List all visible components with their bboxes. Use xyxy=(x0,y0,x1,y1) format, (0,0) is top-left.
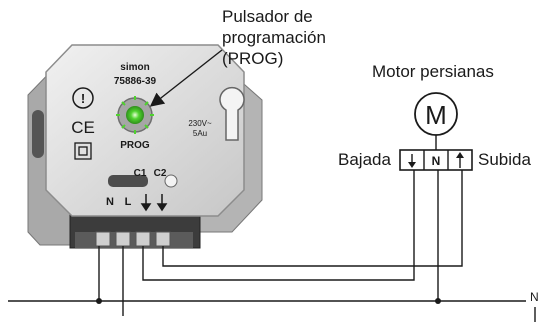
prog-callout-label: Pulsador de programación (PROG) xyxy=(222,6,326,69)
led-rays xyxy=(116,96,154,134)
junction-dot xyxy=(435,298,441,304)
motor-letter: M xyxy=(425,100,447,130)
voltage-rating: 230V~ xyxy=(188,119,212,128)
subida-arrow-icon xyxy=(456,152,464,168)
svg-text:!: ! xyxy=(81,91,85,106)
bajada-label: Bajada xyxy=(338,150,391,169)
callout-arrow xyxy=(149,49,223,107)
warning-icon: ! xyxy=(72,87,94,109)
bajada-arrow-icon xyxy=(408,154,416,168)
terminal-screw-c2 xyxy=(155,231,171,247)
wire-c1-bajada xyxy=(142,170,415,281)
prog-label: PROG xyxy=(120,140,150,151)
double-insulation-icon xyxy=(74,142,92,160)
subida-label: Subida xyxy=(478,150,531,169)
model-number: 75886-39 xyxy=(114,76,157,87)
mounting-slot-right xyxy=(219,86,245,141)
wire-c2-subida xyxy=(162,170,463,267)
neutral-label: N xyxy=(530,290,539,304)
terminal-screw-n xyxy=(95,231,111,247)
actuator-device: simon 75886-39 PROG ! CE xyxy=(27,44,263,249)
motor-title: Motor persianas xyxy=(372,62,494,81)
ce-icon: CE xyxy=(71,118,95,137)
prog-callout-line: (PROG) xyxy=(222,49,284,68)
motor-terminal-n: N xyxy=(432,154,441,168)
terminal-label-n: N xyxy=(106,196,114,208)
terminal-screw-c1 xyxy=(135,231,151,247)
led-icon xyxy=(126,106,144,124)
junction-dot xyxy=(96,298,102,304)
terminal-label-c1: C1 xyxy=(134,168,147,179)
wiring xyxy=(8,170,536,322)
prog-callout-line: programación xyxy=(222,28,326,47)
terminal-block xyxy=(75,232,193,248)
terminal-label-c2: C2 xyxy=(154,168,167,179)
prog-button[interactable] xyxy=(116,96,154,134)
device-front-face xyxy=(45,44,245,217)
motor-terminal-strip xyxy=(399,149,473,171)
terminal-screw-l xyxy=(115,231,131,247)
terminal-label-l: L xyxy=(125,196,132,208)
prog-callout-line: Pulsador de xyxy=(222,7,313,26)
arrow-down-icon xyxy=(140,194,168,212)
motor: M N xyxy=(399,92,473,171)
connector-recess xyxy=(108,175,148,187)
brand-logo: simon xyxy=(120,62,149,73)
mounting-slot-left xyxy=(32,110,44,158)
c2-indicator xyxy=(164,174,178,188)
current-rating: 5Au xyxy=(193,129,207,138)
